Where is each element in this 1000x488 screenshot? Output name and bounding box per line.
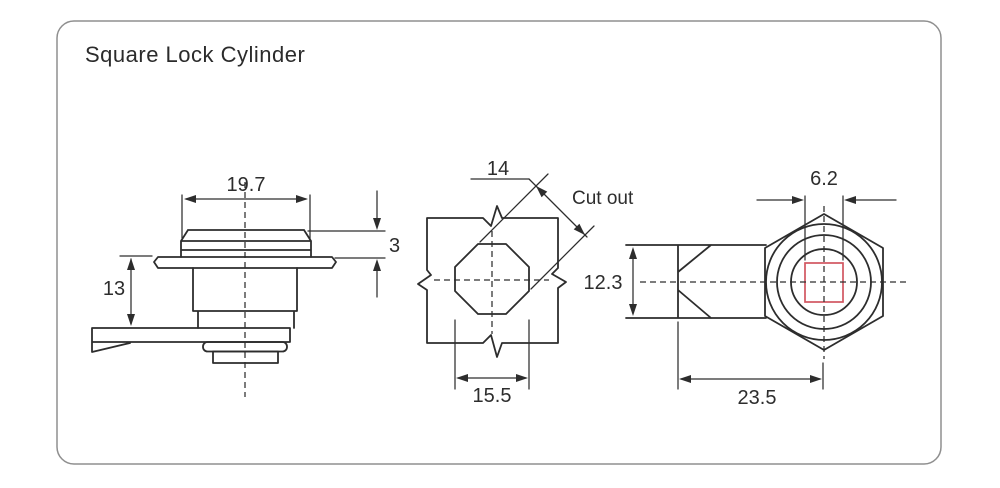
arrowhead <box>844 196 856 204</box>
dim-body-height: 13 <box>103 255 153 326</box>
cutout-octagon <box>454 243 530 315</box>
arrowhead <box>536 186 548 198</box>
arrowhead <box>127 258 135 270</box>
dim-square-hole-label: 6.2 <box>810 168 838 190</box>
dim-body-height-label: 13 <box>103 278 125 300</box>
dim-cutout-width: 15.5 <box>454 319 530 407</box>
cylinder-flange-outline <box>153 256 337 269</box>
dim-across-flats: 14 <box>470 158 595 290</box>
dim-cam-length: 23.5 <box>677 321 824 409</box>
arrowhead <box>456 374 468 382</box>
dim-cam-length-label: 23.5 <box>738 387 777 409</box>
extension-line <box>479 173 595 290</box>
dim-cam-height-label: 12.3 <box>584 272 623 294</box>
cutout-view: 14 Cut out 15.5 <box>417 158 634 407</box>
arrowhead <box>296 195 308 203</box>
cylinder-body-outline <box>192 267 298 329</box>
extension-line <box>307 230 386 259</box>
arrowhead <box>629 247 637 259</box>
arrowhead <box>792 196 804 204</box>
cam-front-outline <box>625 244 767 319</box>
cam-lever-outline <box>91 327 291 353</box>
extension-line <box>804 195 844 261</box>
dim-square-hole: 6.2 <box>756 168 897 261</box>
extension-line <box>181 194 311 241</box>
arrowhead <box>516 374 528 382</box>
page-border <box>56 20 942 465</box>
arrowhead <box>679 375 691 383</box>
panel-outline-with-breaks <box>417 205 567 358</box>
drawing-title: Square Lock Cylinder <box>85 42 305 67</box>
dim-cap-width: 19.7 <box>181 174 311 241</box>
extension-line <box>677 321 824 390</box>
arrowhead <box>573 223 585 235</box>
cylinder-cap-outline <box>180 229 312 258</box>
arrowhead <box>810 375 822 383</box>
front-view: 6.2 12.3 23.5 <box>584 168 906 409</box>
dim-cap-height: 3 <box>307 190 400 298</box>
arrowhead <box>629 304 637 316</box>
side-view: 19.7 13 3 <box>91 174 400 397</box>
extension-line <box>454 319 530 390</box>
dim-cap-width-label: 19.7 <box>227 174 266 196</box>
arrowhead <box>184 195 196 203</box>
arrowhead <box>127 314 135 326</box>
dim-across-flats-label: 14 <box>487 158 509 180</box>
arrowhead <box>373 218 381 230</box>
cutout-caption: Cut out <box>572 188 634 209</box>
dim-cap-height-label: 3 <box>389 235 400 257</box>
arrowhead <box>373 259 381 271</box>
dim-cam-height: 12.3 <box>584 247 637 316</box>
dim-cutout-width-label: 15.5 <box>473 385 512 407</box>
